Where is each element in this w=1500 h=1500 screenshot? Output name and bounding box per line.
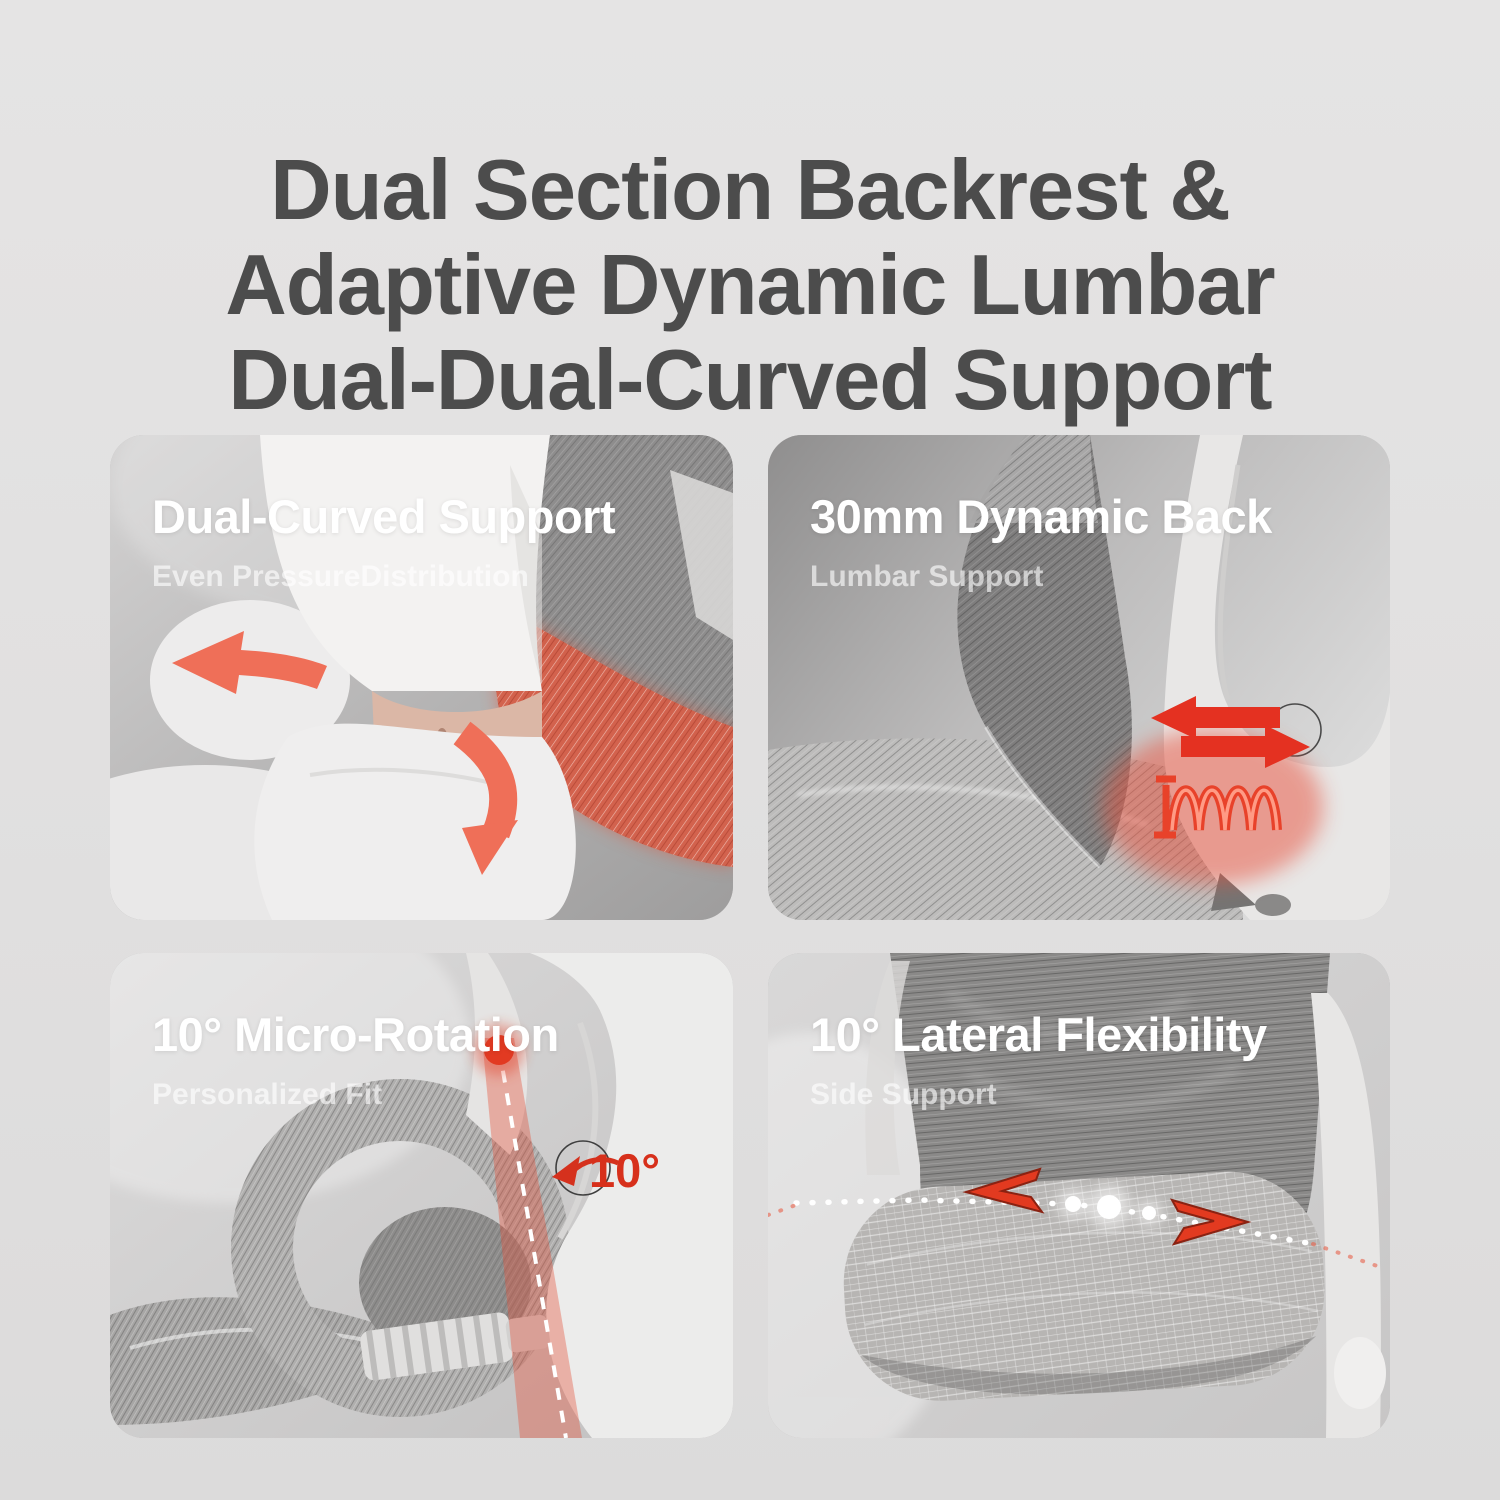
dashed-axis-line [497, 1047, 568, 1438]
panel-title: 10° Micro-Rotation [152, 1008, 559, 1061]
lateral-arrow-left-icon [962, 1167, 1045, 1214]
panel-copy: Dual-Curved Support Even PressureDistrib… [152, 489, 616, 594]
panel-dynamic-back: 30mm Dynamic Back Lumbar Support [768, 435, 1390, 920]
panel-subtitle: Personalized Fit [152, 1078, 383, 1111]
pivot-dot-icon [473, 1024, 525, 1076]
panel-subtitle: Lumbar Support [810, 560, 1044, 593]
chair-frame-photo [865, 961, 1386, 1438]
lateral-dotted-line [768, 1197, 1385, 1270]
dual-curved-support-illustration [110, 435, 733, 920]
pressure-curved-arrow-icon [453, 721, 518, 875]
angle-annotation: 10° [589, 1144, 661, 1197]
screw-adjuster-photo [360, 1312, 550, 1381]
panel-subtitle: Even PressureDistribution [152, 560, 529, 593]
panel-copy: 30mm Dynamic Back Lumbar Support [810, 489, 1272, 594]
movement-arrow-right-icon [1181, 725, 1310, 768]
lateral-arrow-right-icon [1169, 1198, 1252, 1246]
lateral-flexibility-illustration [768, 953, 1390, 1438]
micro-rotation-illustration [110, 953, 733, 1438]
panel-title: 30mm Dynamic Back [810, 490, 1272, 543]
panel-lateral-flexibility: 10° Lateral Flexibility Side Support [768, 953, 1390, 1438]
spring-glow [1103, 729, 1323, 885]
spring-icon [1154, 775, 1282, 839]
backrest-mesh-photo [957, 435, 1132, 869]
panel-copy: 10° Micro-Rotation Personalized Fit [152, 1007, 559, 1112]
lumbar-mesh-glow [492, 603, 733, 867]
dynamic-back-illustration [768, 435, 1390, 920]
panel-micro-rotation: 10° Micro-Rotation Personalized Fit 10° [110, 953, 733, 1438]
panel-dual-curved-support: Dual-Curved Support Even PressureDistrib… [110, 435, 733, 920]
movement-arrow-left-icon [1151, 696, 1280, 739]
panel-subtitle: Side Support [810, 1078, 997, 1111]
page-title-line-3: Dual-Dual-Curved Support [228, 332, 1272, 428]
panel-title: Dual-Curved Support [152, 490, 616, 543]
panel-title: 10° Lateral Flexibility [810, 1008, 1267, 1061]
rotation-arc-icon [552, 1140, 620, 1196]
page-title-line-2: Adaptive Dynamic Lumbar [225, 237, 1275, 333]
page-title: Dual Section Backrest & Adaptive Dynamic… [0, 143, 1500, 428]
pressure-arrow-left-icon [172, 631, 327, 694]
panel-copy: 10° Lateral Flexibility Side Support [810, 1007, 1267, 1112]
glow-dots-icon [1057, 1185, 1163, 1229]
person-back-photo [110, 435, 576, 920]
page-title-line-1: Dual Section Backrest & [270, 142, 1231, 238]
